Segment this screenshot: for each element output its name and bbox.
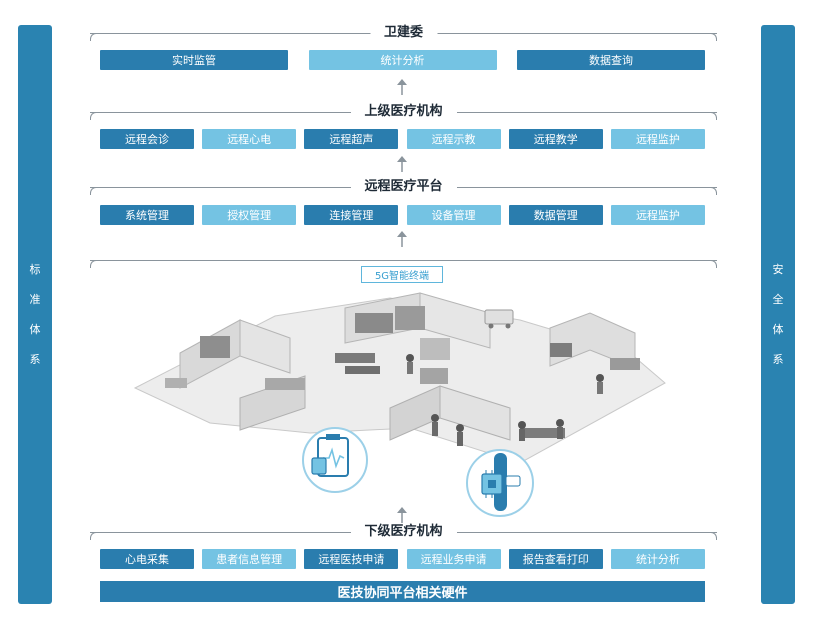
remote-consultation-button[interactable]: 远程会诊 <box>100 129 194 149</box>
security-system-bar: 安 全 体 系 <box>761 25 795 604</box>
tier1-button-row: 实时监管 统计分析 数据查询 <box>100 50 705 70</box>
side-char: 系 <box>29 352 41 366</box>
hospital-isometric-illustration <box>133 292 666 517</box>
up-arrow-icon <box>397 507 407 523</box>
side-char: 体 <box>29 322 41 336</box>
data-query-button[interactable]: 数据查询 <box>517 50 705 70</box>
remote-ecg-button[interactable]: 远程心电 <box>202 129 297 149</box>
5g-terminal-label: 5G智能终端 <box>361 266 443 283</box>
connection-management-button[interactable]: 连接管理 <box>304 205 399 225</box>
statistics-analysis-button[interactable]: 统计分析 <box>308 50 497 70</box>
statistics-analysis-button[interactable]: 统计分析 <box>610 549 705 569</box>
remote-ultrasound-button[interactable]: 远程超声 <box>304 129 399 149</box>
device-management-button[interactable]: 设备管理 <box>406 205 501 225</box>
authorization-management-button[interactable]: 授权管理 <box>202 205 297 225</box>
terminal-section-bracket <box>90 252 717 268</box>
ecg-collection-button[interactable]: 心电采集 <box>100 549 194 569</box>
side-char: 系 <box>772 352 784 366</box>
ecg-device-icon <box>302 427 368 493</box>
report-view-print-button[interactable]: 报告查看打印 <box>508 549 603 569</box>
side-char: 安 <box>772 262 784 276</box>
data-management-button[interactable]: 数据管理 <box>508 205 603 225</box>
tier-title: 卫建委 <box>369 25 438 41</box>
remote-demonstration-button[interactable]: 远程示教 <box>406 129 501 149</box>
tier-remote-platform-header: 远程医疗平台 <box>90 179 717 195</box>
remote-monitoring-button[interactable]: 远程监护 <box>610 205 705 225</box>
realtime-supervision-button[interactable]: 实时监管 <box>100 50 288 70</box>
hardware-bar: 医技协同平台相关硬件 <box>100 581 705 602</box>
side-char: 体 <box>772 322 784 336</box>
system-management-button[interactable]: 系统管理 <box>100 205 194 225</box>
tier-superior-institution-header: 上级医疗机构 <box>90 104 717 120</box>
tier2-button-row: 远程会诊 远程心电 远程超声 远程示教 远程教学 远程监护 <box>100 129 705 149</box>
side-char: 全 <box>772 292 784 306</box>
tier-title: 上级医疗机构 <box>350 104 457 120</box>
tier-health-commission-header: 卫建委 <box>90 25 717 41</box>
tier3-button-row: 系统管理 授权管理 连接管理 设备管理 数据管理 远程监护 <box>100 205 705 225</box>
remote-medtech-request-button[interactable]: 远程医技申请 <box>304 549 399 569</box>
patient-info-management-button[interactable]: 患者信息管理 <box>202 549 297 569</box>
up-arrow-icon <box>397 156 407 172</box>
tier4-button-row: 心电采集 患者信息管理 远程医技申请 远程业务申请 报告查看打印 统计分析 <box>100 549 705 569</box>
tier-title: 下级医疗机构 <box>350 524 457 540</box>
up-arrow-icon <box>397 231 407 247</box>
remote-monitoring-button[interactable]: 远程监护 <box>610 129 705 149</box>
remote-business-request-button[interactable]: 远程业务申请 <box>406 549 501 569</box>
side-char: 准 <box>29 292 41 306</box>
standard-system-bar: 标 准 体 系 <box>18 25 52 604</box>
up-arrow-icon <box>397 79 407 95</box>
tier-subordinate-institution-header: 下级医疗机构 <box>90 524 717 540</box>
5g-chip-icon <box>466 449 534 517</box>
side-char: 标 <box>29 262 41 276</box>
remote-teaching-button[interactable]: 远程教学 <box>508 129 603 149</box>
tier-title: 远程医疗平台 <box>350 179 457 195</box>
